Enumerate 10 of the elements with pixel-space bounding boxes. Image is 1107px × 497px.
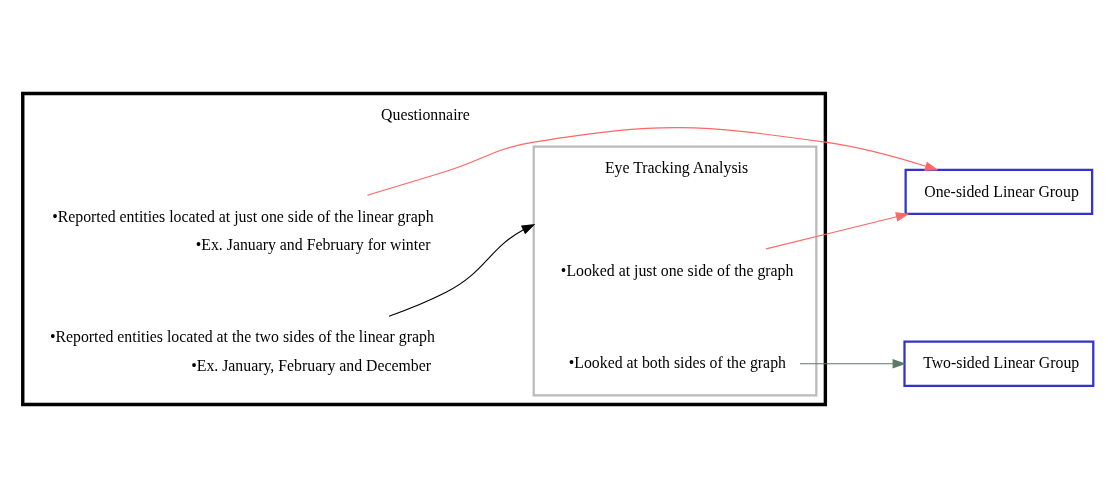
node-box: One-sided Linear Group (904, 168, 1094, 215)
arrow (366, 126, 939, 196)
node-text: •Looked at both sides of the graph (568, 353, 786, 371)
node-box: Two-sided Linear Group (903, 340, 1095, 387)
node-text: •Reported entities located at just one side of the linear graph •Ex. January and February for winter (52, 207, 434, 253)
node-text: •Looked at just one side of the graph (560, 261, 794, 279)
arrow (765, 211, 910, 249)
node-text: •Reported entities located at the two sides of the linear graph •Ex. January, February and December (49, 327, 435, 374)
arrow (799, 358, 907, 368)
arrow (388, 223, 536, 317)
